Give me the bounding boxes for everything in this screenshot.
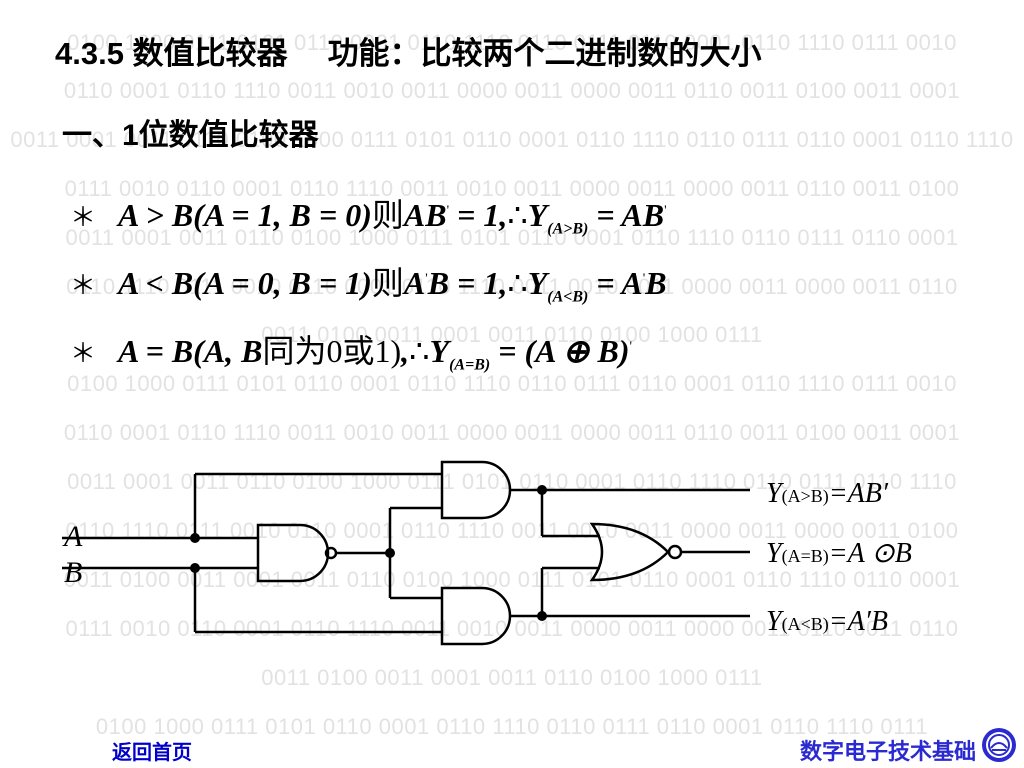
formula-result: = AB: [588, 197, 665, 233]
junction-dot: [385, 548, 395, 558]
output-label-gt: Y(A>B)=AB′: [766, 478, 889, 509]
formula-equal: ＊A = B(A, B同为0或1),∴Y(A=B) = (A ⊕ B)': [70, 333, 633, 374]
nor-gate: [589, 522, 670, 582]
therefore-symbol: ∴: [409, 333, 430, 369]
output-label-eq: Y(A=B)=A ⊙B: [766, 538, 912, 569]
formula-result: = (A ⊕ B): [490, 333, 630, 369]
nor-bubble: [667, 544, 683, 560]
therefore-symbol: ∴: [507, 197, 528, 233]
back-home-link[interactable]: 返回首页: [112, 742, 192, 764]
formula-condition-text: 同为0或1): [262, 333, 402, 369]
formula-condition: (A = 0, B = 1): [193, 265, 372, 301]
and-gate-top: [440, 460, 512, 520]
formula-result-b: B: [645, 265, 667, 301]
input-label-a: A: [62, 520, 83, 553]
therefore-symbol: ∴: [507, 265, 528, 301]
section-heading: 4.3.5 数值比较器: [55, 36, 288, 71]
formula-less: ＊A < B(A = 0, B = 1)则A'B = 1,∴Y(A<B) = A…: [70, 265, 667, 306]
watermark-line: 0110 0001 0110 1110 0011 0010 0011 0000 …: [63, 78, 961, 103]
formula-condition: (A, B: [193, 333, 263, 369]
bullet-star: ＊: [70, 203, 97, 232]
output-subscript: (A<B): [782, 614, 829, 635]
output-label-lt: Y(A<B)=A′B: [766, 606, 888, 637]
output-subscript: (A=B): [782, 546, 829, 567]
junction-dot: [537, 611, 547, 621]
bullet-star: ＊: [70, 271, 97, 300]
output-subscript: (A<B): [547, 288, 589, 306]
formula-eq: = 1,: [449, 265, 508, 301]
then-word: 则: [371, 265, 404, 301]
then-word: 则: [371, 197, 404, 233]
formula-eq: = 1,: [449, 197, 508, 233]
formula-expr-b: B: [427, 265, 450, 301]
function-description: 功能：比较两个二进制数的大小: [327, 36, 762, 71]
output-expression: =A′B: [829, 606, 888, 637]
output-subscript: (A>B): [547, 220, 589, 238]
university-logo-icon: [982, 728, 1016, 762]
comparator-circuit-diagram: A B Y(A>B)=AB′ Y(A=B)=A ⊙B Y(A<B)=A′B: [62, 460, 912, 646]
output-expression: =AB′: [829, 478, 889, 509]
formula-condition: (A = 1, B = 0): [193, 197, 372, 233]
bullet-star: ＊: [70, 339, 97, 368]
formula-lhs: A = B: [118, 333, 194, 369]
subsection-heading: 一、1位数值比较器: [62, 119, 319, 152]
output-expression: =A ⊙B: [829, 538, 912, 569]
prime-mark: ': [664, 203, 667, 219]
formula-greater: ＊A > B(A = 1, B = 0)则AB' = 1,∴Y(A>B) = A…: [70, 197, 667, 238]
page-title: 4.3.5 数值比较器 功能：比较两个二进制数的大小: [55, 28, 762, 73]
formula-expr: AB: [403, 197, 447, 233]
prime-mark: ': [446, 203, 450, 219]
and-gate-bottom: [440, 586, 512, 646]
nand-gate: [256, 523, 330, 583]
output-subscript: (A>B): [782, 486, 829, 507]
output-y: Y: [766, 538, 785, 569]
formula-lhs: A > B: [118, 197, 194, 233]
input-label-b: B: [64, 556, 82, 589]
output-y: Y: [766, 606, 785, 637]
prime-mark: ': [425, 271, 428, 287]
course-brand: 数字电子技术基础: [799, 739, 976, 764]
prime-mark: ': [629, 339, 633, 355]
formula-result-a: = A: [588, 265, 643, 301]
formula-expr-a: A: [403, 265, 426, 301]
watermark-line: 0011 0100 0011 0001 0011 0110 0100 1000 …: [261, 665, 763, 690]
watermark-line: 0100 1000 0111 0101 0110 0001 0110 1110 …: [67, 371, 957, 396]
junction-dot: [190, 533, 200, 543]
comma: ,: [401, 333, 410, 369]
junction-dot: [537, 485, 547, 495]
output-subscript: (A=B): [449, 356, 491, 374]
prime-mark: ': [642, 271, 646, 287]
formula-lhs: A < B: [118, 265, 194, 301]
output-y: Y: [766, 478, 785, 509]
junction-dot: [190, 563, 200, 573]
